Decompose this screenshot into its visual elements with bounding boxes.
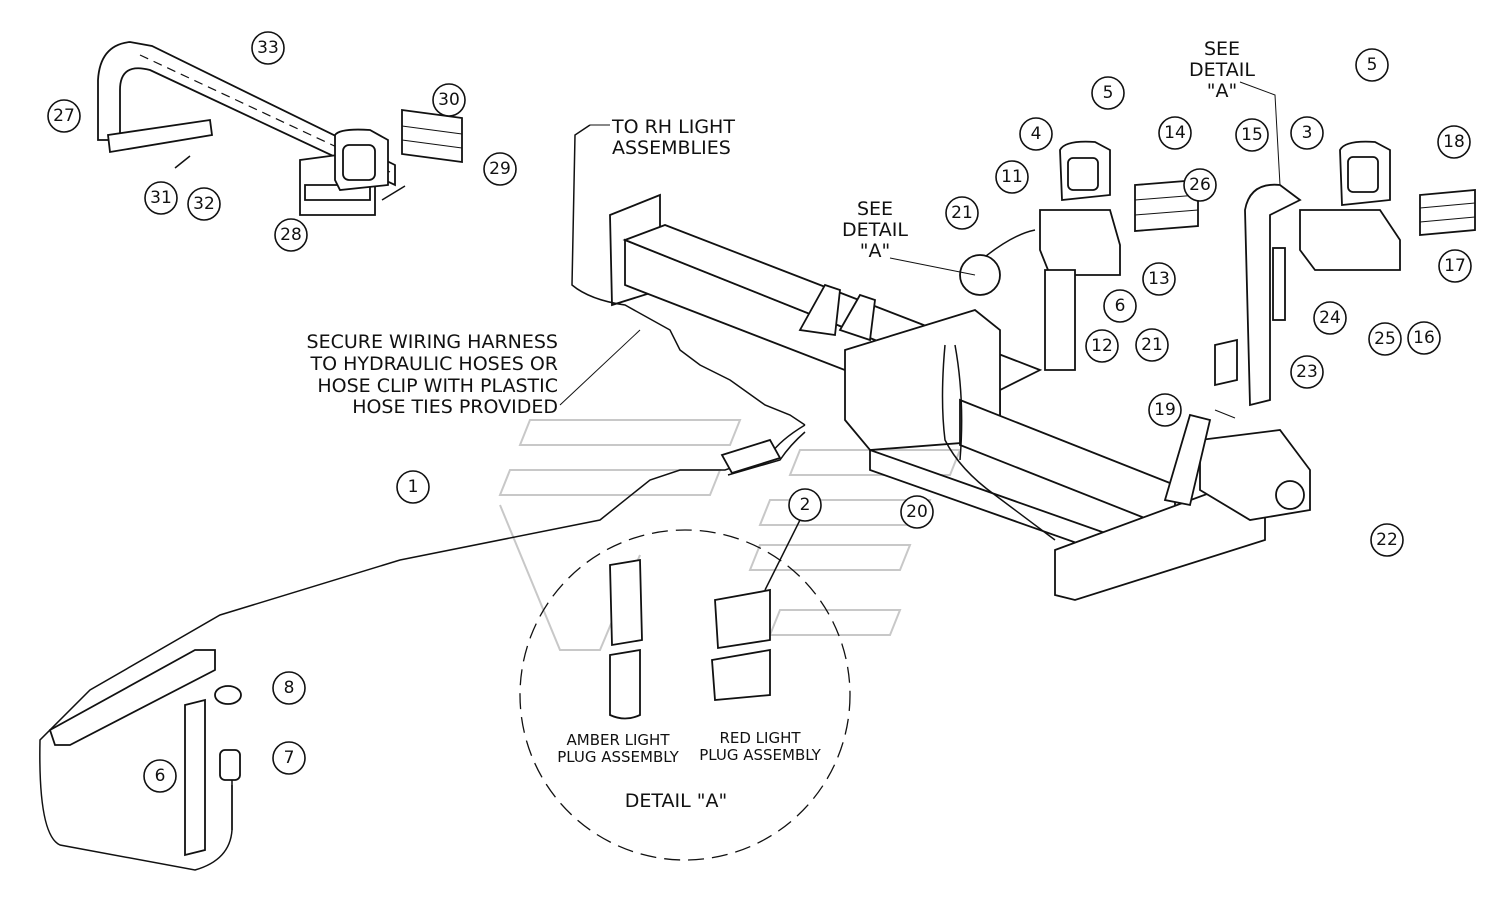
svg-text:22: 22 xyxy=(1376,530,1398,550)
svg-text:28: 28 xyxy=(280,225,302,245)
detail-a-labels: AMBER LIGHT PLUG ASSEMBLY RED LIGHT PLUG… xyxy=(557,729,821,812)
callout-32: 32 xyxy=(187,187,221,221)
callout-20: 20 xyxy=(900,495,934,529)
svg-text:4: 4 xyxy=(1031,124,1042,144)
svg-text:13: 13 xyxy=(1148,269,1170,289)
callout-5: 5 xyxy=(1355,48,1389,82)
callout-21: 21 xyxy=(945,196,979,230)
svg-text:14: 14 xyxy=(1164,123,1186,143)
callout-25: 25 xyxy=(1368,322,1402,356)
amber-plug-line2: PLUG ASSEMBLY xyxy=(557,748,679,766)
callout-15: 15 xyxy=(1235,118,1269,152)
note-see-detail-right: SEE DETAIL "A" xyxy=(1189,38,1255,102)
svg-text:26: 26 xyxy=(1189,175,1211,195)
svg-text:SEE: SEE xyxy=(1204,38,1240,60)
callout-2: 2 xyxy=(788,488,822,522)
svg-text:11: 11 xyxy=(1001,167,1023,187)
callout-6: 6 xyxy=(143,759,177,793)
svg-text:5: 5 xyxy=(1367,55,1378,75)
callout-6: 6 xyxy=(1103,289,1137,323)
svg-text:"A": "A" xyxy=(860,240,890,262)
note-secure-line2: TO HYDRAULIC HOSES OR xyxy=(309,353,558,375)
callout-5: 5 xyxy=(1091,76,1125,110)
svg-text:16: 16 xyxy=(1413,328,1435,348)
svg-text:"A": "A" xyxy=(1207,80,1237,102)
callout-28: 28 xyxy=(274,218,308,252)
svg-text:31: 31 xyxy=(150,188,172,208)
right-light-assemblies xyxy=(1039,140,1476,407)
svg-text:SEE: SEE xyxy=(857,198,893,220)
svg-text:3: 3 xyxy=(1302,123,1313,143)
wiring-harness xyxy=(39,124,1056,871)
svg-text:1: 1 xyxy=(408,477,419,497)
amber-plug-line1: AMBER LIGHT xyxy=(566,731,670,749)
svg-text:17: 17 xyxy=(1444,256,1466,276)
svg-text:21: 21 xyxy=(1141,335,1163,355)
svg-text:DETAIL: DETAIL xyxy=(1189,59,1255,81)
leader-lines xyxy=(559,81,1281,419)
callout-26: 26 xyxy=(1183,168,1217,202)
callout-7: 7 xyxy=(272,741,306,775)
svg-text:8: 8 xyxy=(284,678,295,698)
svg-text:5: 5 xyxy=(1103,83,1114,103)
svg-text:6: 6 xyxy=(1115,296,1126,316)
svg-text:24: 24 xyxy=(1319,308,1341,328)
callout-33: 33 xyxy=(251,31,285,65)
note-secure-line1: SECURE WIRING HARNESS xyxy=(307,331,558,353)
callout-31: 31 xyxy=(144,181,178,215)
svg-text:18: 18 xyxy=(1443,132,1465,152)
main-frame xyxy=(609,193,1311,601)
svg-text:30: 30 xyxy=(438,90,460,110)
note-secure-wiring: SECURE WIRING HARNESS TO HYDRAULIC HOSES… xyxy=(307,331,558,418)
callout-4: 4 xyxy=(1019,117,1053,151)
callout-14: 14 xyxy=(1158,116,1192,150)
lower-left-light-bracket xyxy=(48,649,242,857)
red-plug-line1: RED LIGHT xyxy=(719,729,801,747)
svg-text:15: 15 xyxy=(1241,125,1263,145)
note-to-rh-line1: TO RH LIGHT xyxy=(611,116,735,138)
callout-17: 17 xyxy=(1438,249,1472,283)
callout-18: 18 xyxy=(1437,125,1471,159)
svg-text:32: 32 xyxy=(193,194,215,214)
detail-a-title: DETAIL "A" xyxy=(625,790,727,812)
note-to-rh: TO RH LIGHT ASSEMBLIES xyxy=(590,116,735,159)
svg-text:6: 6 xyxy=(155,766,166,786)
callout-13: 13 xyxy=(1142,262,1176,296)
callout-27: 27 xyxy=(47,99,81,133)
svg-text:27: 27 xyxy=(53,106,75,126)
svg-text:7: 7 xyxy=(284,748,295,768)
callout-21: 21 xyxy=(1135,328,1169,362)
svg-text:12: 12 xyxy=(1091,336,1113,356)
svg-text:33: 33 xyxy=(257,38,279,58)
svg-text:20: 20 xyxy=(906,502,928,522)
svg-text:29: 29 xyxy=(489,159,511,179)
callout-19: 19 xyxy=(1148,393,1182,427)
callout-24: 24 xyxy=(1313,301,1347,335)
callout-22: 22 xyxy=(1370,523,1404,557)
svg-text:2: 2 xyxy=(800,495,811,515)
svg-text:DETAIL: DETAIL xyxy=(842,219,908,241)
svg-text:19: 19 xyxy=(1154,400,1176,420)
callout-3: 3 xyxy=(1290,116,1324,150)
callout-23: 23 xyxy=(1290,355,1324,389)
note-to-rh-line2: ASSEMBLIES xyxy=(612,137,731,159)
svg-text:25: 25 xyxy=(1374,329,1396,349)
detail-a-view xyxy=(519,519,851,861)
upper-left-light-bracket xyxy=(97,41,463,216)
red-plug-line2: PLUG ASSEMBLY xyxy=(699,746,821,764)
callout-8: 8 xyxy=(272,671,306,705)
callout-12: 12 xyxy=(1085,329,1119,363)
note-secure-line3: HOSE CLIP WITH PLASTIC xyxy=(317,375,558,397)
callout-30: 30 xyxy=(432,83,466,117)
note-secure-line4: HOSE TIES PROVIDED xyxy=(352,396,558,418)
callout-29: 29 xyxy=(483,152,517,186)
svg-text:21: 21 xyxy=(951,203,973,223)
note-see-detail-left: SEE DETAIL "A" xyxy=(842,198,908,262)
callout-16: 16 xyxy=(1407,321,1441,355)
callout-1: 1 xyxy=(396,470,430,504)
svg-text:23: 23 xyxy=(1296,362,1318,382)
callout-11: 11 xyxy=(995,160,1029,194)
